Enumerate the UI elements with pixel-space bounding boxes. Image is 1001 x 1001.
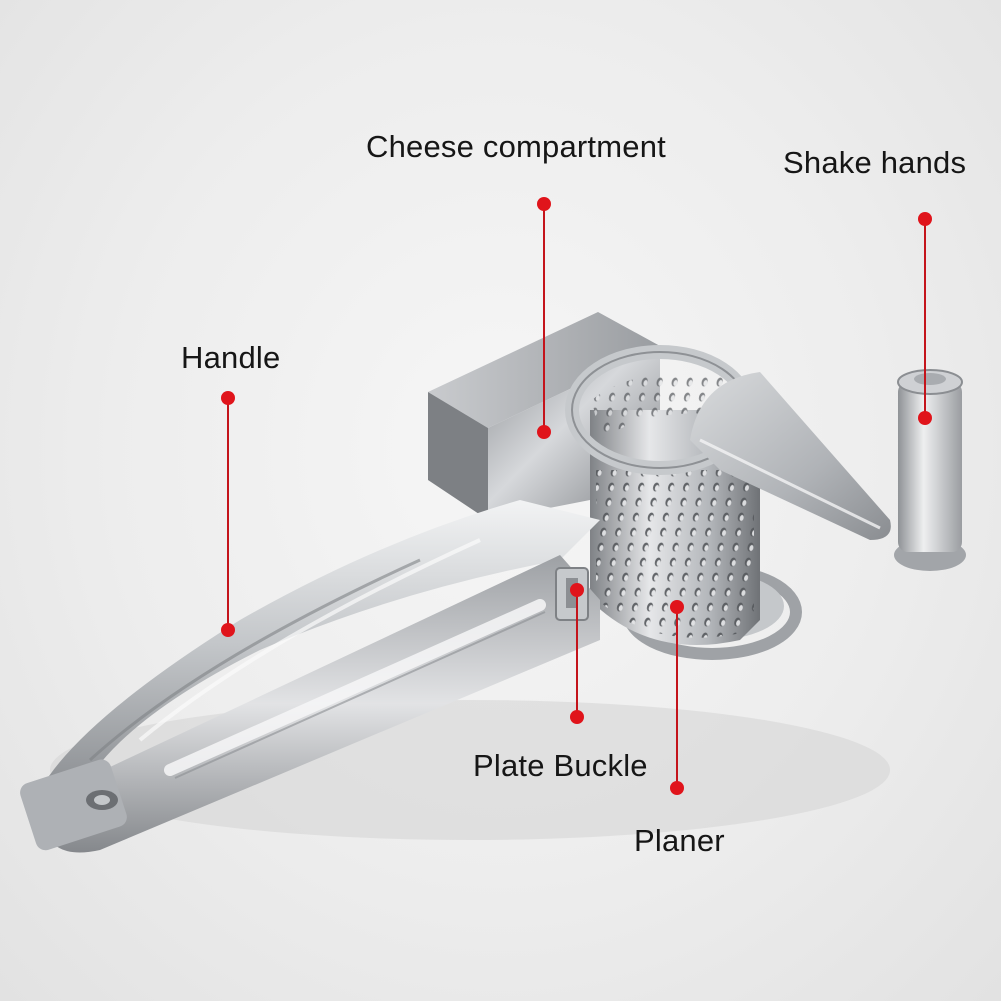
callout-shake-hands [918,212,932,425]
label-plate-buckle: Plate Buckle [473,748,648,783]
callout-cheese-compartment [537,197,551,439]
label-cheese-compartment: Cheese compartment [366,129,666,164]
label-shake-hands: Shake hands [783,145,967,180]
label-handle: Handle [181,340,281,375]
callout-plate-buckle [570,583,584,724]
label-planer: Planer [634,823,725,858]
callout-handle [221,391,235,637]
callout-planer [670,600,684,795]
